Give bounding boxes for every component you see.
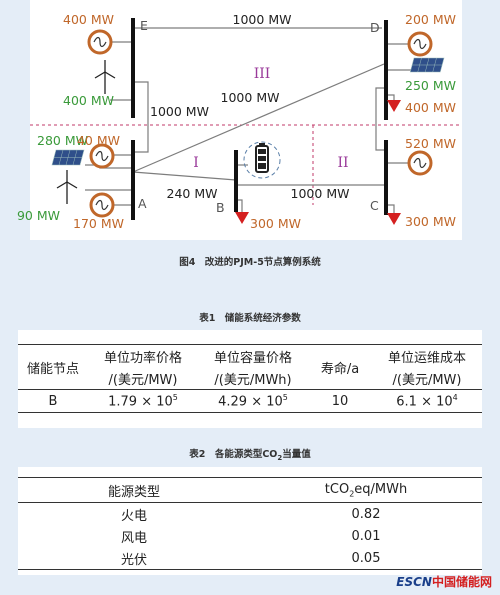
- label-e-gen: 400 MW: [63, 12, 114, 27]
- line-D-C: [375, 87, 386, 151]
- pjm5-diagram: 400 MW 400 MW 280 MW 40 MW 90 MW 170 MW …: [17, 0, 462, 240]
- t1-header-capacity-unit: /(美元/MWh): [214, 372, 292, 388]
- line-label-AB: 240 MW: [167, 186, 218, 201]
- bus-D: [384, 20, 388, 120]
- label-a-wind: 90 MW: [17, 208, 60, 223]
- region-label-III: III: [254, 66, 271, 82]
- generator-icon: [87, 29, 113, 55]
- table2-title: 表2 各能源类型CO2当量值: [189, 449, 311, 462]
- node-label-C: C: [370, 198, 379, 213]
- solar-panel-icon: [51, 149, 85, 166]
- line-E-A: [133, 81, 149, 153]
- table1: 储能节点 单位功率价格 单位容量价格 寿命/a 单位运维成本 /(美元/MW) …: [18, 330, 482, 428]
- line-label-EA: 1000 MW: [150, 104, 209, 119]
- solar-panel-icon: [409, 57, 445, 73]
- line-label-ED: 1000 MW: [233, 12, 292, 27]
- t2-cell-type: 风电: [120, 530, 147, 546]
- table2: 能源类型 tCO2eq/MWh 火电 0.82 风电 0.01 光伏 0.05: [18, 467, 482, 575]
- label-a-pv: 280 MW: [37, 133, 88, 148]
- line-A-D: [132, 63, 385, 173]
- node-label-D: D: [370, 20, 380, 35]
- t1-cell-capacity: 4.29 × 105: [218, 392, 288, 410]
- label-a-gen-top: 40 MW: [77, 133, 120, 148]
- label-d-pv: 250 MW: [405, 78, 456, 93]
- t2-cell-value: 0.05: [351, 550, 381, 566]
- line-label-AD: 1000 MW: [221, 90, 280, 105]
- t2-header-unit: tCO2eq/MWh: [324, 481, 408, 499]
- generator-icon: [89, 192, 115, 218]
- region-label-II: II: [337, 155, 348, 171]
- t1-header-power: 单位功率价格: [103, 350, 182, 366]
- label-d-gen: 200 MW: [405, 12, 456, 27]
- load-arrow-icon: [387, 213, 401, 225]
- t2-cell-type: 火电: [120, 508, 147, 524]
- t1-header-life: 寿命/a: [320, 361, 360, 377]
- t1-cell-om: 6.1 × 104: [396, 392, 458, 410]
- label-d-load: 400 MW: [405, 100, 456, 115]
- load-arrow-icon: [387, 100, 401, 112]
- t2-cell-value: 0.01: [351, 528, 381, 544]
- table-row: 风电 0.01: [18, 525, 482, 547]
- bus-B: [234, 150, 238, 212]
- t2-header-type: 能源类型: [107, 484, 160, 500]
- label-c-gen: 520 MW: [405, 136, 456, 151]
- t1-cell-life: 10: [331, 393, 349, 409]
- line-A-B: [132, 171, 237, 181]
- t1-cell-power: 1.79 × 105: [108, 392, 178, 410]
- bus-C: [384, 140, 388, 215]
- label-c-load: 300 MW: [405, 214, 456, 229]
- stub-C-load: [386, 204, 395, 213]
- load-arrow-icon: [235, 212, 249, 224]
- generator-icon: [407, 150, 433, 176]
- t2-cell-type: 光伏: [120, 552, 147, 568]
- generator-icon: [407, 31, 433, 57]
- stub-D-load: [386, 94, 395, 100]
- label-a-gen-bottom: 170 MW: [73, 216, 124, 231]
- table1-title: 表1 储能系统经济参数: [199, 313, 301, 324]
- label-e-wind: 400 MW: [63, 93, 114, 108]
- t2-cell-value: 0.82: [351, 506, 381, 522]
- t1-header-node: 储能节点: [26, 361, 79, 377]
- region-label-I: I: [193, 155, 199, 171]
- battery-storage-icon: [243, 141, 281, 179]
- generator-icons: [87, 29, 433, 218]
- table-row: 火电 0.82: [18, 503, 482, 526]
- label-b-load: 300 MW: [250, 216, 301, 231]
- t1-header-om: 单位运维成本: [387, 350, 466, 366]
- bus-A: [131, 140, 135, 220]
- generator-icon: [89, 143, 115, 169]
- wind-turbine-icon: [94, 60, 116, 94]
- t1-header-capacity: 单位容量价格: [213, 350, 292, 366]
- t1-cell-node: B: [48, 393, 58, 409]
- bus-E: [131, 18, 135, 118]
- line-label-BC: 1000 MW: [291, 186, 350, 201]
- t1-header-power-unit: /(美元/MW): [108, 372, 178, 388]
- node-label-A: A: [138, 196, 147, 211]
- node-label-B: B: [216, 200, 225, 215]
- figure-caption: 图4 改进的PJM-5节点算例系统: [179, 257, 321, 268]
- node-label-E: E: [140, 18, 148, 33]
- escn-watermark: ESCN中国储能网: [396, 575, 492, 589]
- wind-turbine-icon: [56, 170, 78, 204]
- t1-header-om-unit: /(美元/MW): [392, 372, 462, 388]
- table-row: 光伏 0.05: [18, 547, 482, 570]
